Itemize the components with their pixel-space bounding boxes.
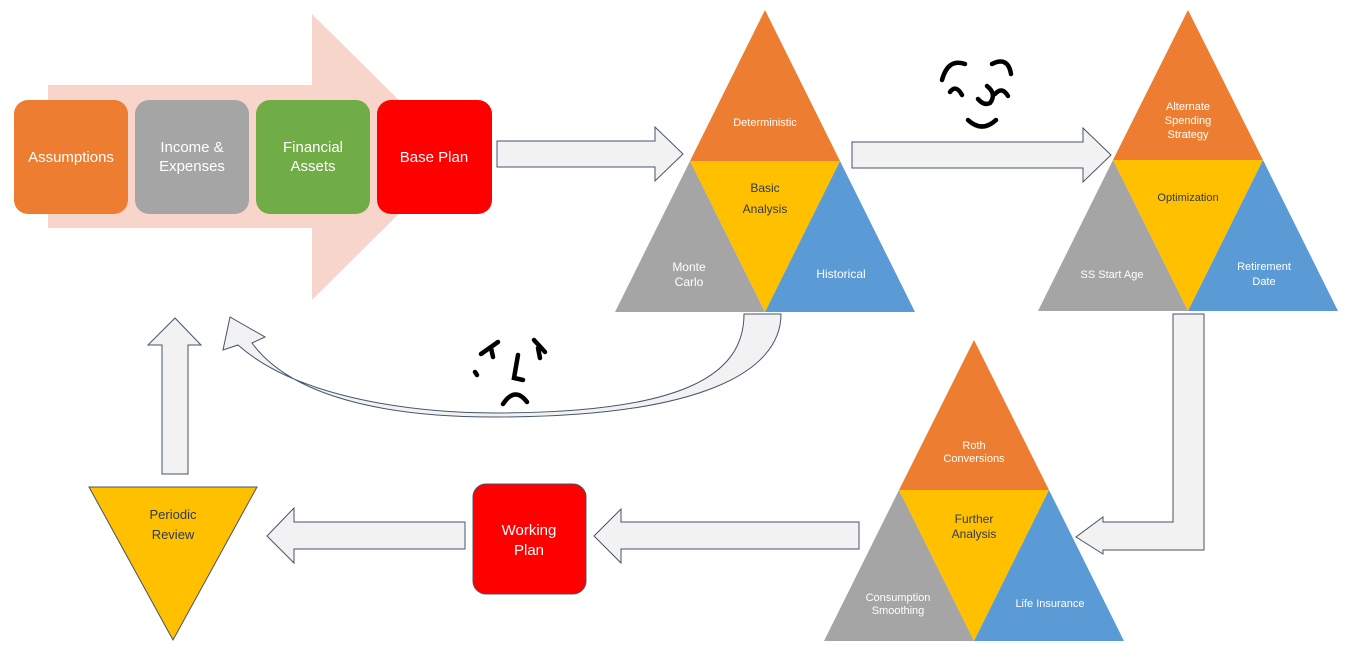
further-analysis-label-line2: Analysis [952,527,997,541]
input-flow-arrow [48,14,456,300]
retirement-date-label-line2: Date [1252,276,1275,288]
life-insurance-label: Life Insurance [1015,598,1084,610]
optimization-label: Optimization [1157,192,1218,204]
arrow-to-working-plan [593,507,860,565]
base-plan-label: Base Plan [400,149,468,166]
financial-label-line1: Financial [283,139,343,156]
monte-carlo-label-line1: Monte [672,260,706,274]
working-plan-box: Working Plan [472,483,587,595]
arrow-to-basic-analysis [496,125,684,183]
arrow-up-to-inputs [146,317,203,475]
consumption-smoothing-label-line2: Smoothing [872,605,925,617]
basic-analysis-label-line2: Analysis [743,202,788,216]
income-label-line1: Income & [160,139,223,156]
retirement-date-label-line1: Retirement [1237,261,1291,273]
alternate-spending-label-line3: Strategy [1168,129,1209,141]
monte-carlo-label-line2: Carlo [675,275,704,289]
roth-conversions-label-line1: Roth [962,440,985,452]
financial-label-line2: Assets [290,158,335,175]
happy-face-icon [939,59,1014,129]
further-analysis-triangle: Roth Conversions Further Analysis Consum… [824,340,1124,641]
working-plan-label-line1: Working [502,522,557,539]
arrow-to-further-analysis [1075,313,1205,555]
income-expenses-box: Income & Expenses [135,100,249,214]
alternate-spending-label-line2: Spending [1165,115,1212,127]
further-analysis-label-line1: Further [955,512,994,526]
curved-return-arrow [222,313,782,418]
basic-analysis-label-line1: Basic [750,181,779,195]
income-label-line2: Expenses [159,158,225,175]
basic-analysis-triangle: Deterministic Basic Analysis Monte Carlo… [615,10,915,312]
financial-assets-box: Financial Assets [256,100,370,214]
periodic-review-triangle: Periodic Review [88,486,258,642]
periodic-review-label-line1: Periodic [150,507,197,522]
roth-conversions-label-line2: Conversions [943,453,1005,465]
base-plan-box: Base Plan [377,100,492,214]
deterministic-label: Deterministic [733,117,797,129]
arrow-to-optimization [851,126,1112,184]
assumptions-label: Assumptions [28,149,114,166]
consumption-smoothing-label-line1: Consumption [866,592,931,604]
periodic-review-label-line2: Review [152,527,195,542]
assumptions-box: Assumptions [14,100,128,214]
ss-start-age-label: SS Start Age [1081,269,1144,281]
alternate-spending-label-line1: Alternate [1166,101,1210,113]
optimization-triangle: Alternate Spending Strategy Optimization… [1038,10,1338,311]
sad-face-icon [472,337,548,407]
working-plan-label-line2: Plan [514,542,544,559]
historical-label: Historical [816,267,865,281]
arrow-to-periodic-review [266,506,466,565]
